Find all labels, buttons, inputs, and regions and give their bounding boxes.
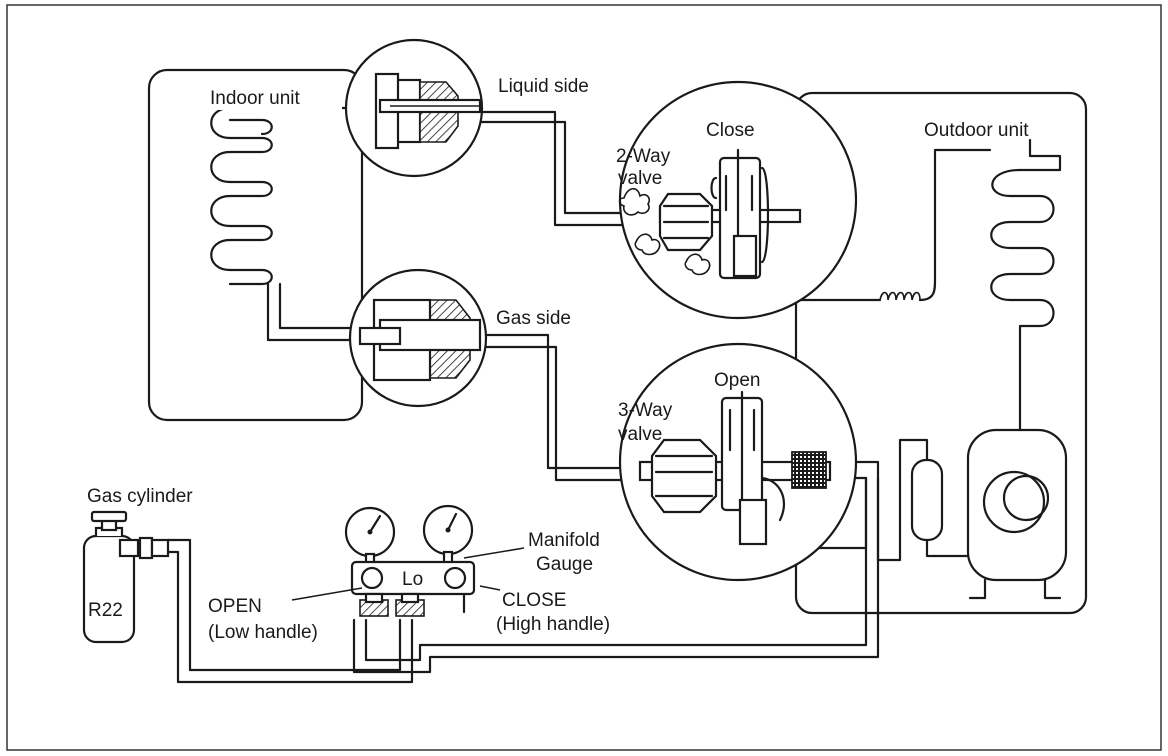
two-way-valve-detail — [618, 80, 858, 320]
gas-side-label: Gas side — [496, 308, 571, 329]
high-handle — [443, 566, 467, 590]
three-way-valve-detail — [618, 342, 858, 582]
gas-cylinder-label: Gas cylinder — [87, 486, 193, 507]
close-label-1: CLOSE — [502, 590, 566, 611]
open-label-1: OPEN — [208, 596, 262, 617]
compressor — [966, 428, 1068, 582]
indoor-unit — [147, 68, 364, 422]
service-port-cap — [791, 451, 827, 489]
gas-side-flare-detail — [348, 268, 488, 408]
cylinder-hose — [166, 538, 414, 684]
close-label-2: (High handle) — [496, 614, 610, 635]
manifold-lo-label: Lo — [402, 569, 423, 590]
manifold-gauge — [344, 504, 476, 617]
figure-frame — [6, 4, 1162, 751]
liquid-side-label: Liquid side — [498, 76, 589, 97]
labels: Indoor unit Outdoor unit Liquid side Gas… — [87, 76, 1029, 643]
liquid-side-flare-detail — [344, 38, 484, 178]
low-handle — [360, 566, 384, 590]
indoor-coil — [210, 106, 354, 286]
three-way-valve-label-1: 3-Way — [618, 400, 673, 421]
manifold-label-2: Gauge — [536, 554, 593, 575]
outdoor-coil — [990, 168, 1055, 432]
leader-lines — [291, 547, 525, 601]
compressor-motor — [982, 470, 1046, 534]
capillary-coil — [879, 291, 921, 301]
accumulator — [910, 458, 944, 542]
outdoor-unit — [738, 91, 1088, 615]
two-way-valve-label-1: 2-Way — [616, 146, 671, 167]
gas-cylinder — [82, 510, 170, 644]
two-way-valve-state: Close — [706, 120, 755, 141]
two-way-valve-label-2: valve — [618, 168, 662, 189]
outdoor-unit-label: Outdoor unit — [924, 120, 1029, 141]
manifold-label-1: Manifold — [528, 530, 600, 551]
liquid-pipe — [478, 110, 652, 227]
indoor-unit-label: Indoor unit — [210, 88, 301, 109]
service-hose-low — [352, 476, 880, 674]
indoor-coil-inner — [228, 118, 354, 342]
refrigerant-label: R22 — [88, 600, 123, 621]
open-label-2: (Low handle) — [208, 622, 318, 643]
outdoor-unit-body — [794, 91, 1088, 615]
indoor-unit-body — [147, 68, 364, 422]
gas-pipe — [478, 333, 642, 482]
three-way-valve-label-2: valve — [618, 424, 662, 445]
three-way-valve-state: Open — [714, 370, 760, 391]
